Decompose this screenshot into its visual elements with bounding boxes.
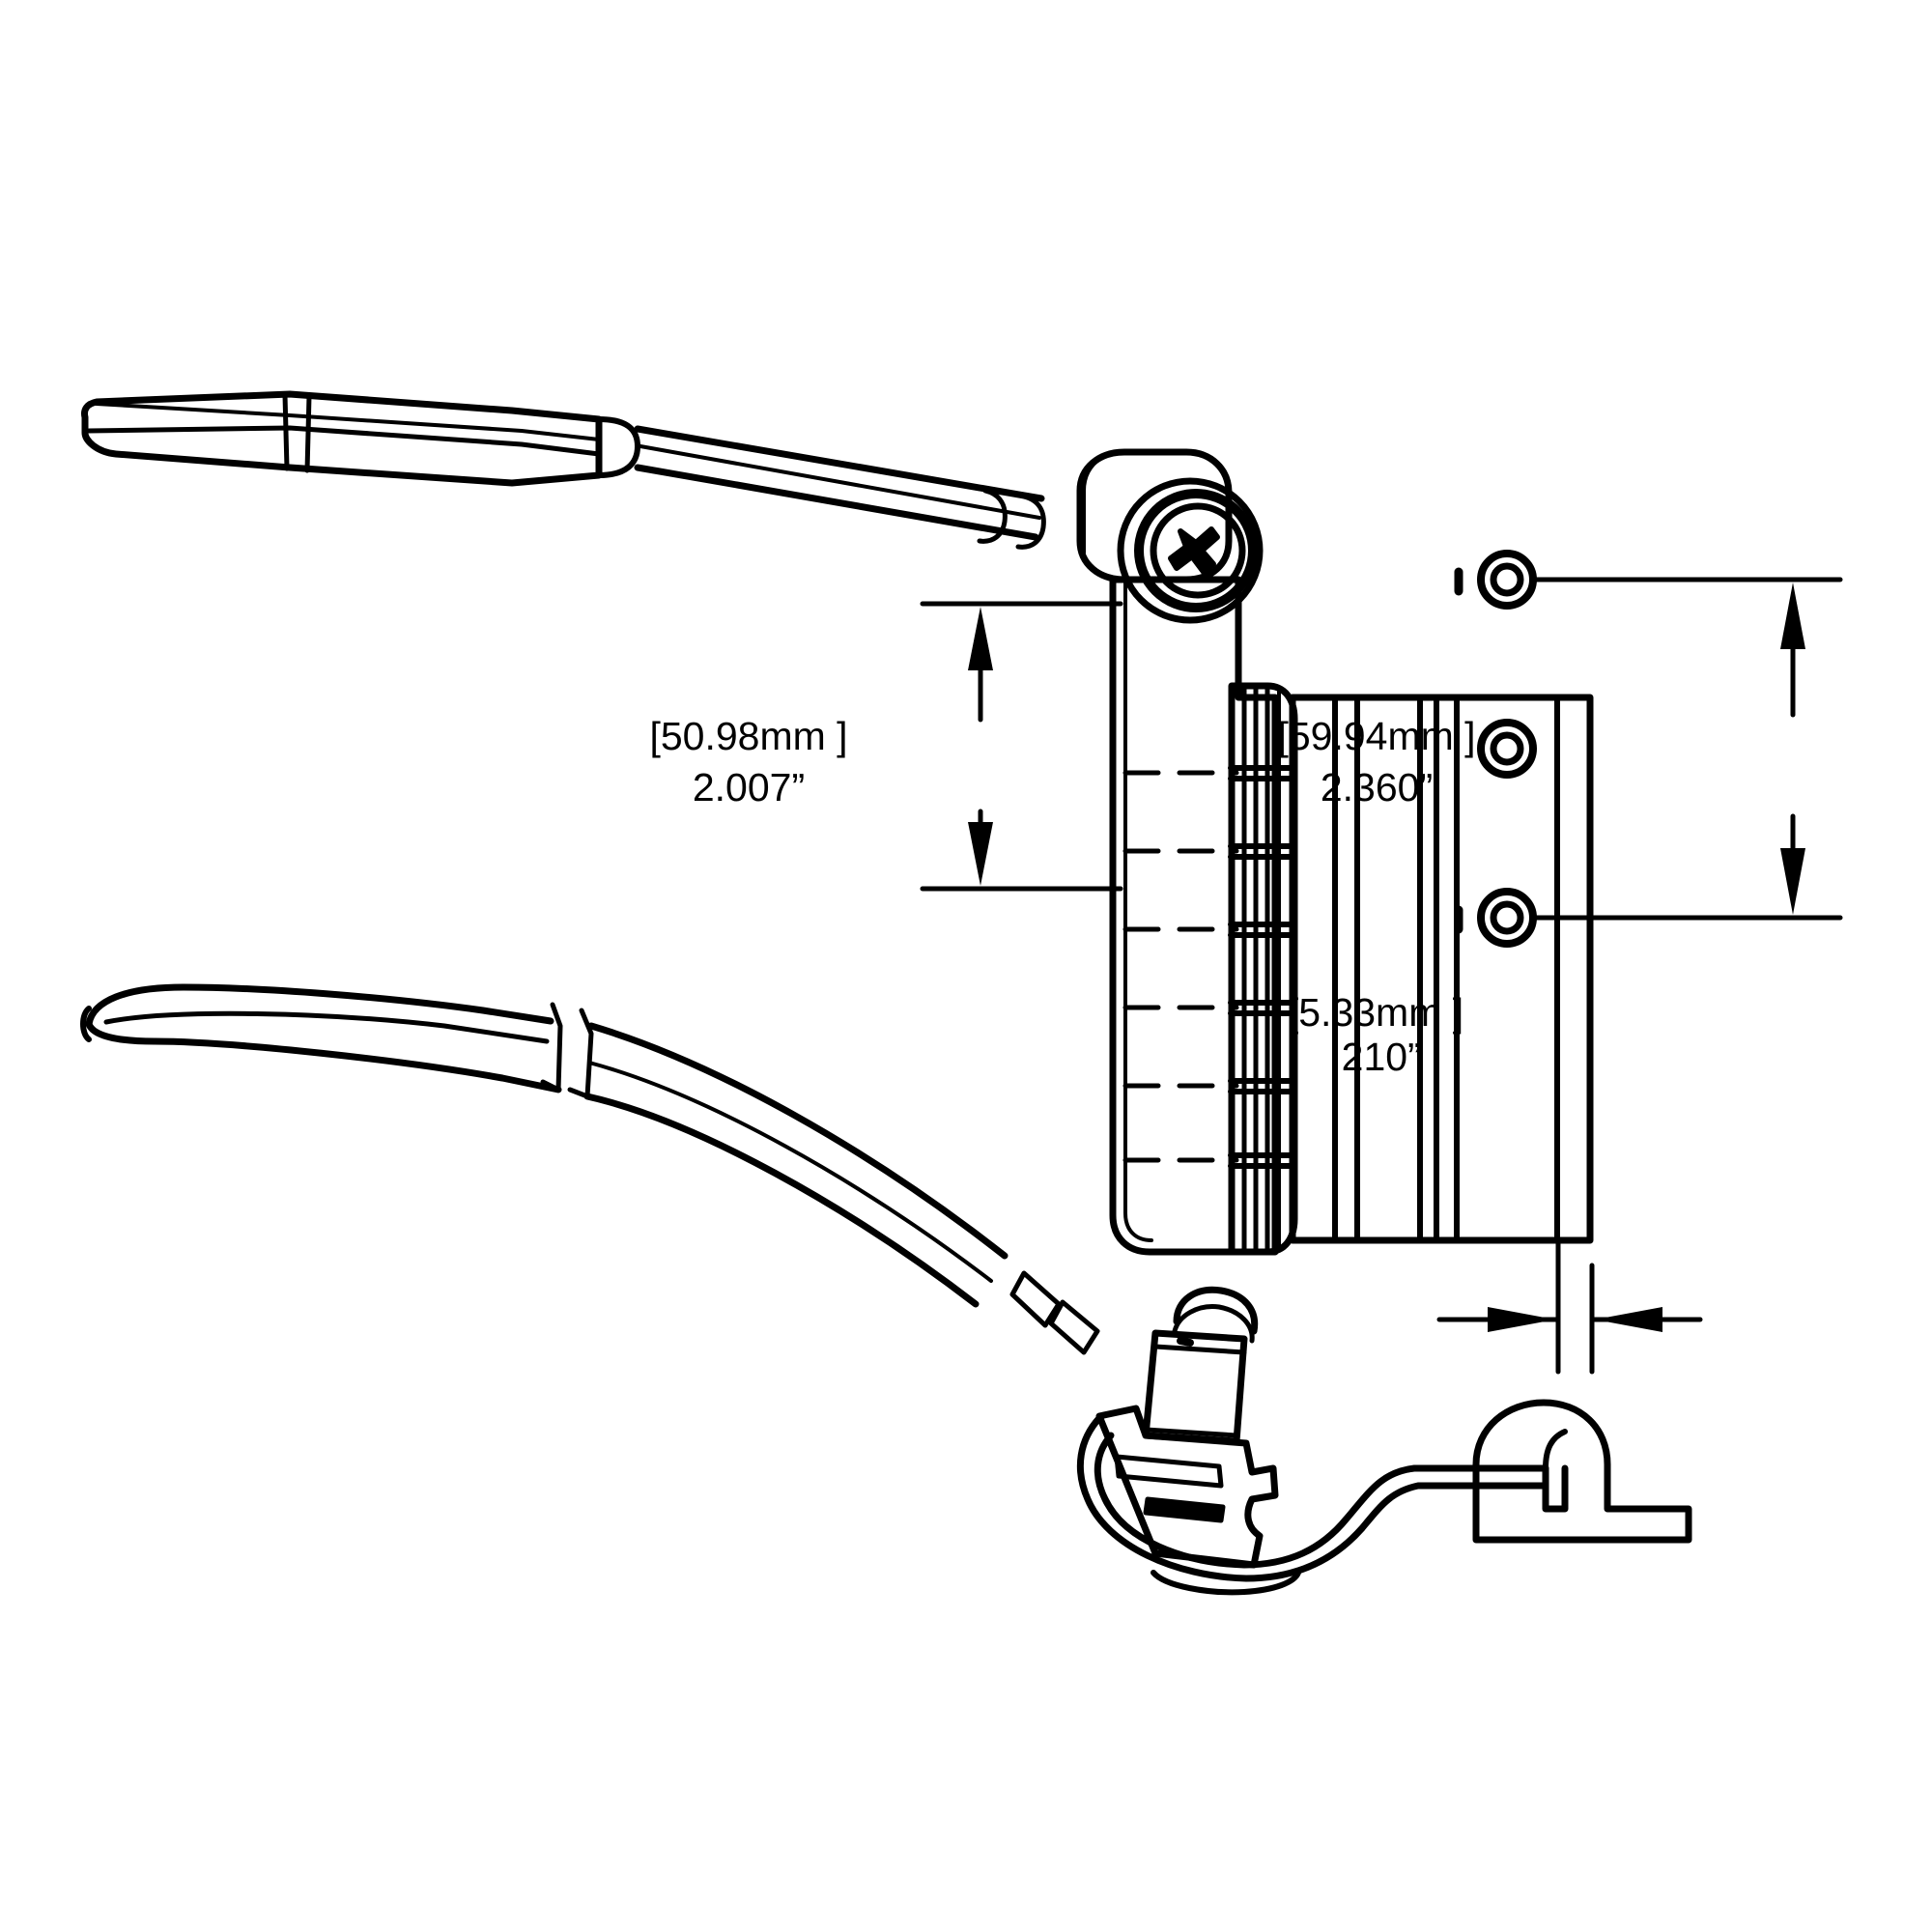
dimension-labels: [50.98mm ] 2.007” [59.94mm ] 2.360” [5.3… xyxy=(649,714,1475,1079)
dimension-left-metric-label: [50.98mm ] xyxy=(649,714,847,758)
mounting-plate xyxy=(1289,694,1594,1244)
dimension-plate-thickness-5-33mm xyxy=(1436,1239,1703,1375)
cam-clamp-assembly xyxy=(1076,1286,1549,1596)
dimension-right-metric-label: [59.94mm ] xyxy=(1277,714,1475,758)
dimension-right-59-94mm xyxy=(1531,577,1843,921)
dimension-left-imperial-label: 2.007” xyxy=(693,765,805,809)
dimension-thickness-imperial-label: .210” xyxy=(1330,1035,1420,1079)
mounting-hole-middle xyxy=(1477,719,1537,779)
dimension-left-50-98mm xyxy=(920,601,1123,892)
dimension-right-imperial-label: 2.360” xyxy=(1321,765,1433,809)
upper-lever-arm xyxy=(81,390,1233,583)
dimension-thickness-metric-label: [5.33mm ] xyxy=(1288,990,1463,1035)
pivot-phillips-screw xyxy=(1117,477,1264,624)
lower-lever-arm xyxy=(80,983,1100,1355)
hinge-centerlines xyxy=(1122,770,1239,1163)
retaining-clip-bracket xyxy=(1472,1399,1692,1544)
